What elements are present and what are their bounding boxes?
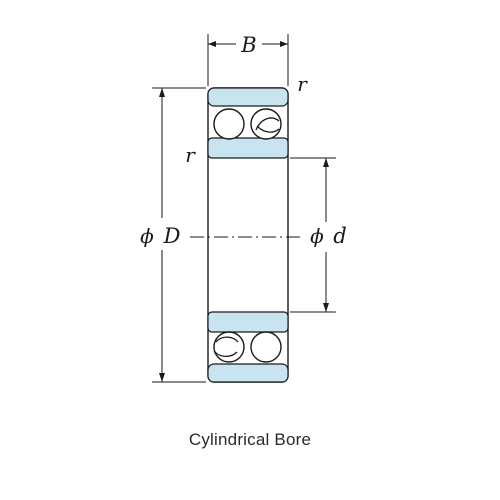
- outer-diameter-phi: ϕ: [140, 224, 154, 248]
- bottom-ring-section: [207, 311, 289, 383]
- bottom-outer-ring: [207, 363, 289, 383]
- top-right-ball: [250, 108, 282, 140]
- bottom-left-ball: [213, 331, 245, 363]
- top-ring-section: [207, 87, 289, 159]
- bore-diameter-dimension: ϕ d: [290, 157, 347, 313]
- bottom-right-ball: [250, 331, 282, 363]
- bore-diameter-label: d: [333, 224, 346, 248]
- top-cage-curve: [255, 117, 280, 133]
- bore-type-caption: Cylindrical Bore: [188, 430, 312, 449]
- top-inner-ring: [207, 137, 289, 159]
- top-left-ball: [213, 108, 245, 140]
- outer-diameter-dimension: ϕ D: [140, 87, 206, 383]
- bore-diameter-phi: ϕ: [310, 224, 324, 248]
- width-dimension: B: [207, 33, 289, 86]
- bottom-cage-curve: [213, 336, 239, 358]
- width-label: B: [240, 33, 256, 57]
- chamfer-inner-label: r: [185, 143, 196, 167]
- chamfer-outer-label: r: [297, 72, 308, 96]
- bottom-inner-ring: [207, 311, 289, 333]
- top-outer-ring: [207, 87, 289, 107]
- outer-diameter-label: D: [163, 224, 181, 248]
